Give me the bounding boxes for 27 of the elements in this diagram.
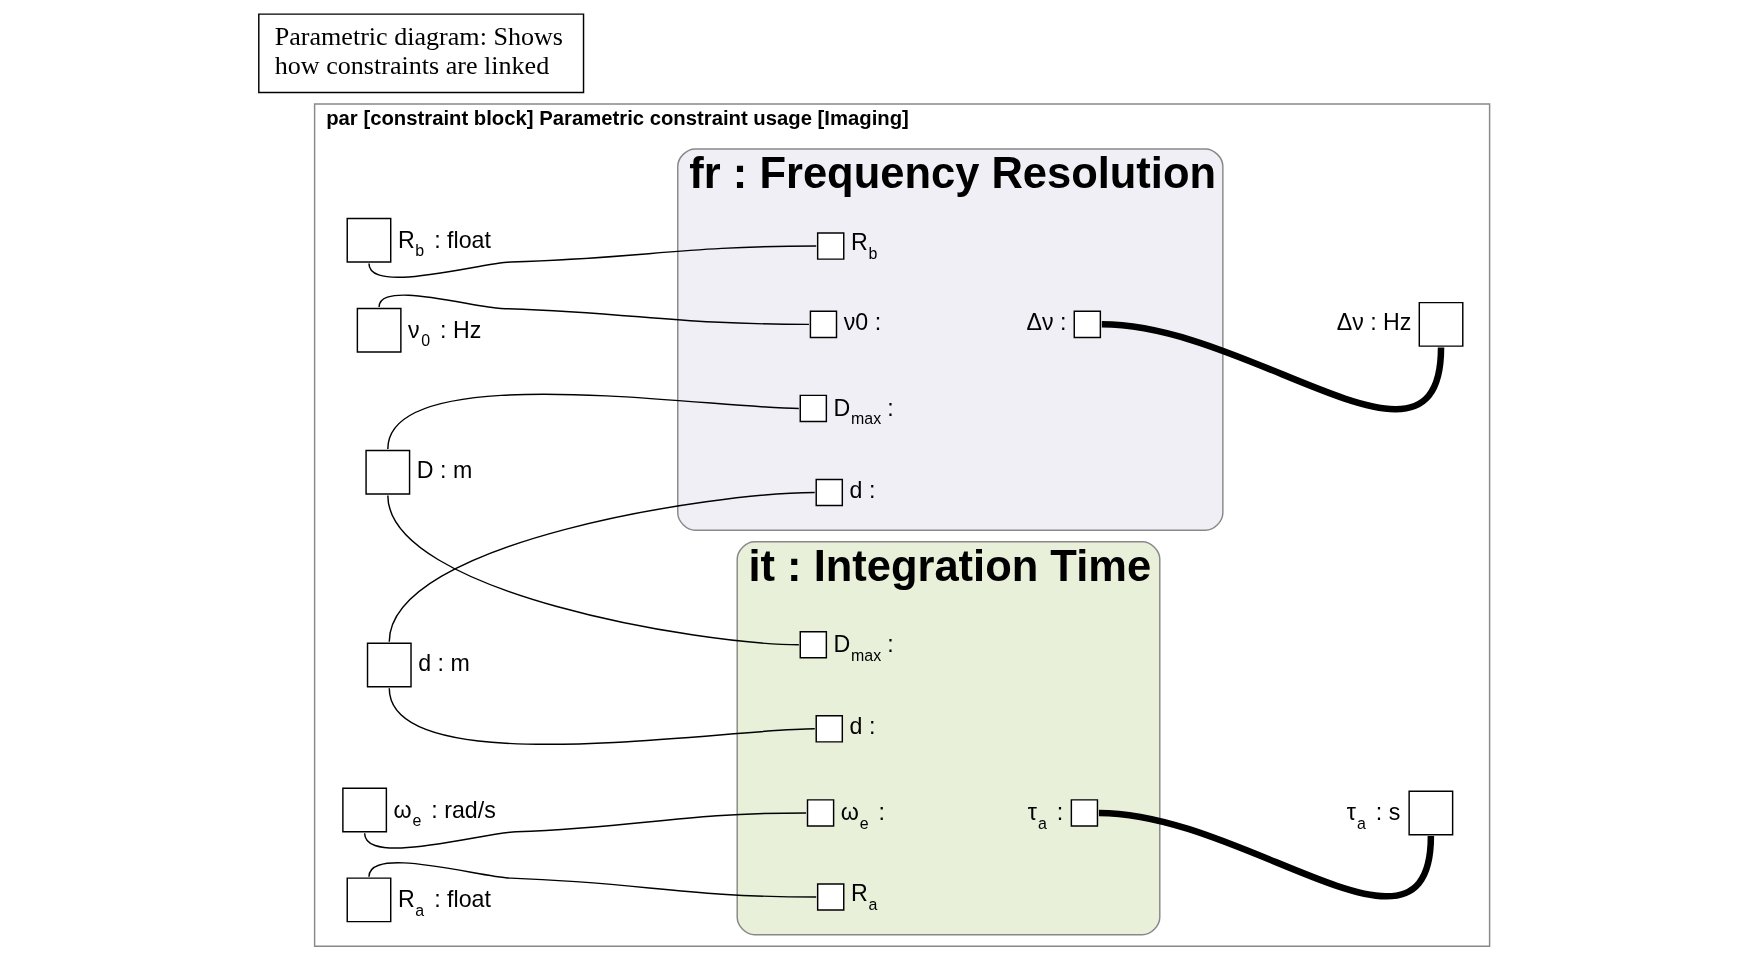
connector: [368, 245, 817, 279]
connector: [1098, 809, 1435, 900]
node-label: d :: [849, 477, 876, 504]
node-label: ω$_{e}$ :: [840, 799, 885, 832]
connector: [368, 862, 817, 898]
node-label: R$_{b}$: [851, 229, 878, 262]
node-label: R$_{b}$ : float: [397, 226, 491, 260]
node-label: ν$_{0}$ : Hz: [408, 316, 482, 350]
node-label: D$_{max}$ :: [833, 631, 894, 664]
connector: [378, 294, 810, 326]
node-label: τ$_{a}$ : s: [1346, 799, 1401, 832]
connector: [387, 393, 800, 450]
connector: [1101, 321, 1445, 412]
node-label: R$_{a}$: [851, 880, 878, 913]
node-label: Δν : Hz: [1336, 308, 1412, 335]
connector: [388, 687, 816, 745]
node-label: Δν :: [1026, 308, 1067, 335]
node-label: ω$_{e}$ : rad/s: [393, 796, 496, 830]
node-label: R$_{a}$ : float: [397, 886, 491, 919]
node-label: τ$_{a}$ :: [1027, 799, 1064, 832]
node-label: d : m: [418, 649, 470, 676]
node-label: D$_{max}$ :: [833, 394, 894, 428]
node-label: d :: [849, 713, 876, 740]
node-label: ν0 :: [843, 308, 882, 335]
node-box: Parametric diagram: Shows how constraints are linked: [258, 13, 585, 94]
node-label: D : m: [416, 456, 473, 483]
connector: [363, 812, 807, 849]
